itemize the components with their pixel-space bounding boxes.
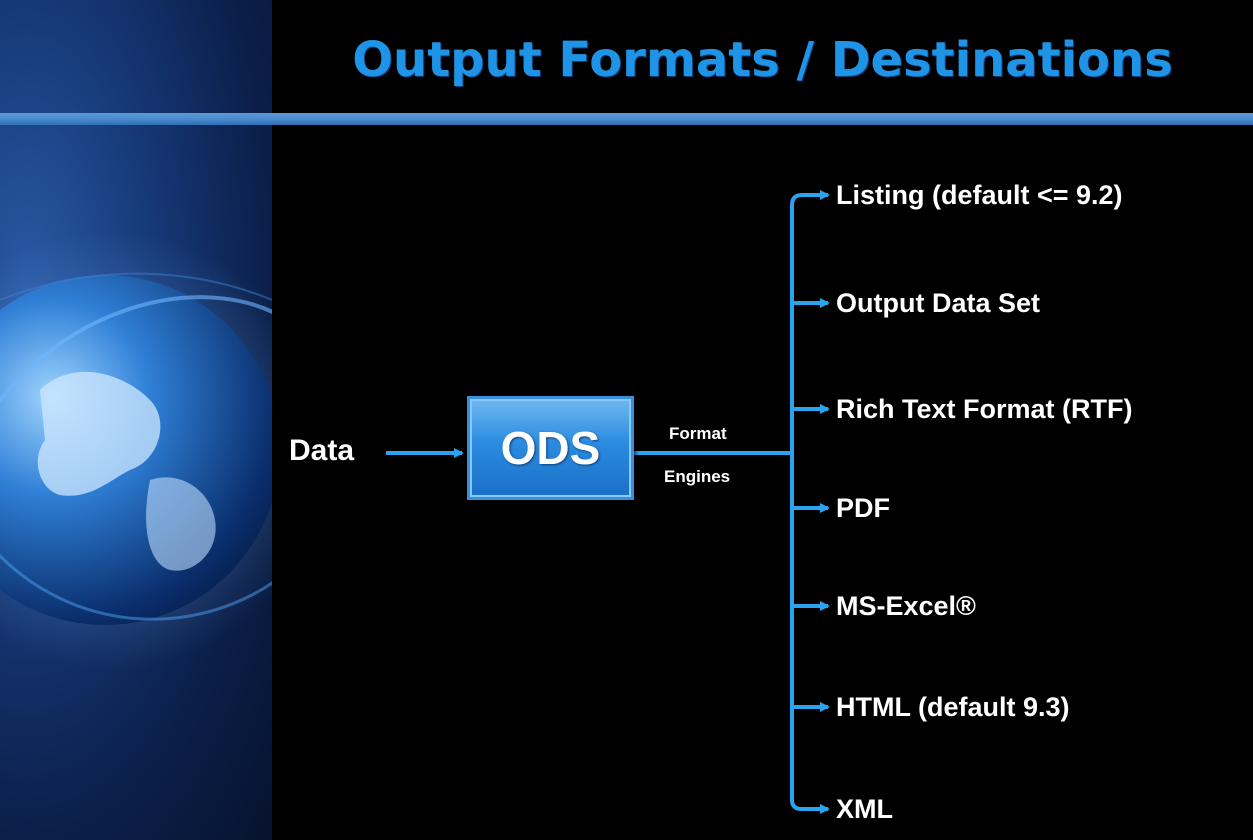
destination-rtf: Rich Text Format (RTF) [836,394,1133,424]
input-data-label: Data [289,434,355,467]
ods-label: ODS [500,422,601,474]
title-divider [0,113,1253,125]
destination-excel: MS-Excel® [836,591,976,621]
destination-html: HTML (default 9.3) [836,692,1070,722]
format-label: Format [669,424,727,443]
engines-label: Engines [664,467,731,486]
destination-pdf: PDF [836,493,890,523]
destination-xml: XML [836,794,893,824]
page-title: Output Formats / Destinations [352,32,1173,88]
destination-output-data-set: Output Data Set [836,288,1041,318]
globe-icon [0,230,272,670]
destination-listing: Listing (default <= 9.2) [836,180,1123,210]
decorative-globe-panel [0,0,272,840]
ods-box: ODS [467,396,634,500]
